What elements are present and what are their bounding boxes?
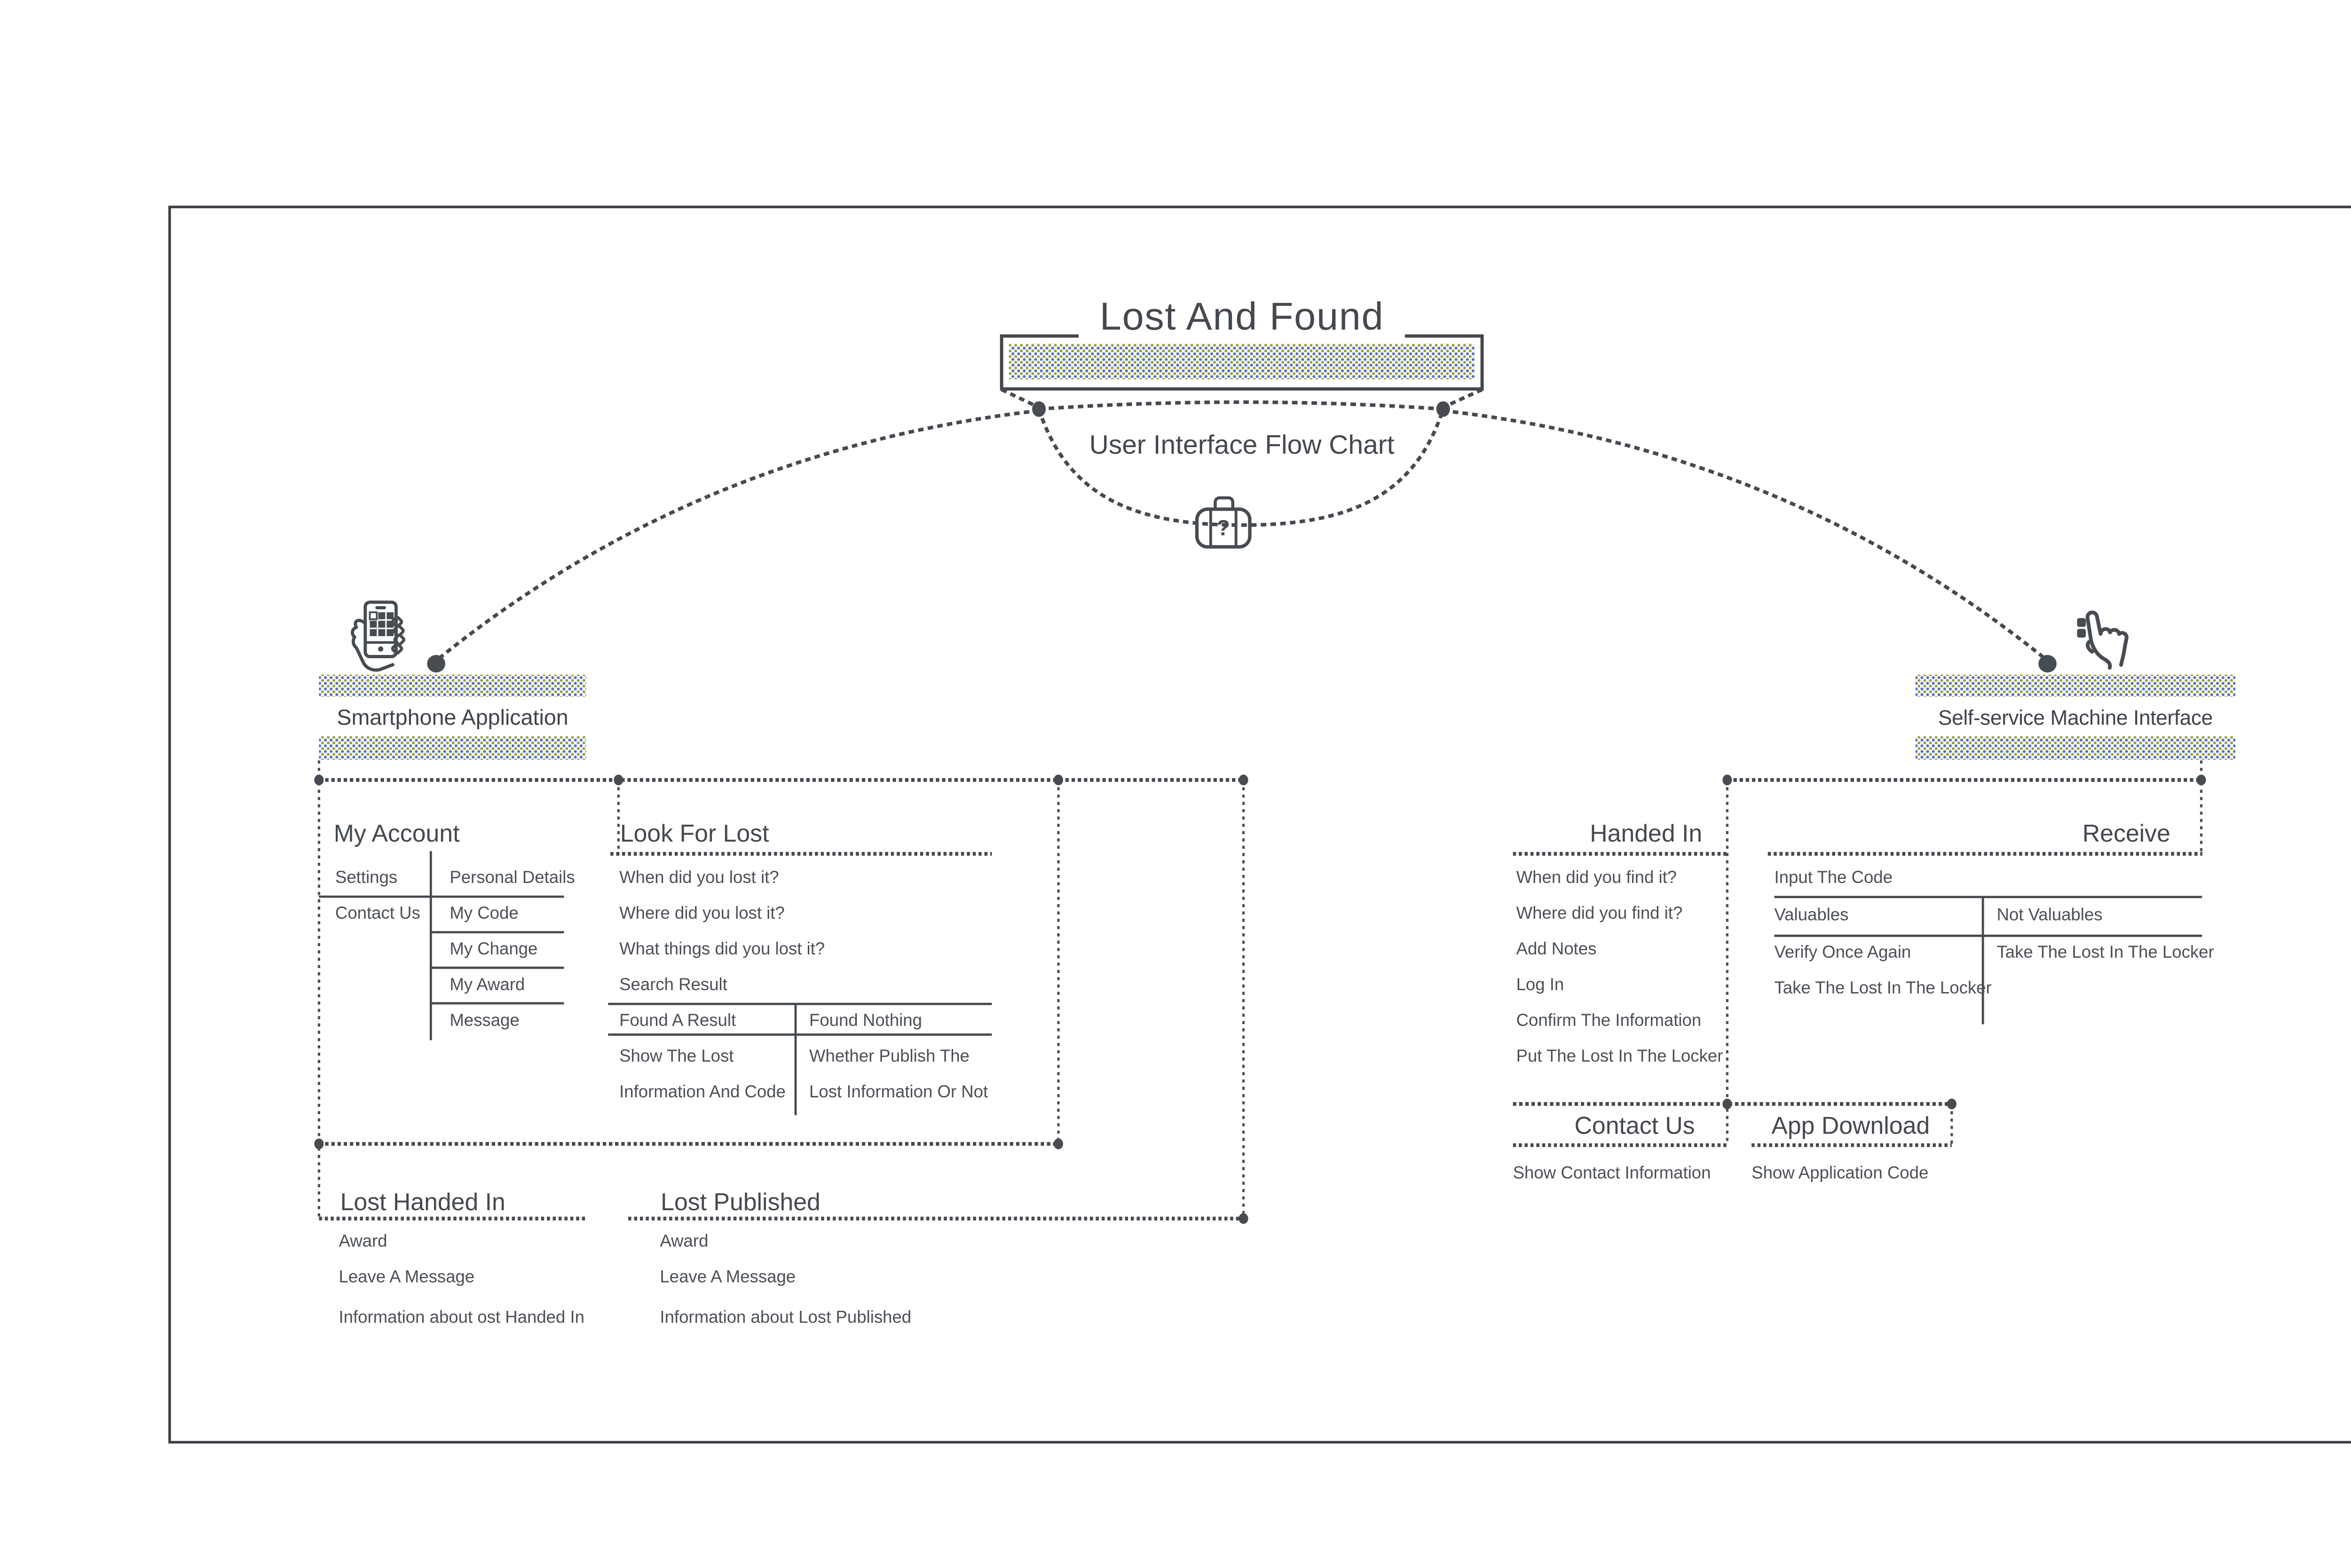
lost-published-item: Award bbox=[660, 1232, 709, 1252]
stub-right bbox=[1445, 388, 1483, 408]
arc-to-smartphone bbox=[435, 409, 1039, 662]
arc-to-briefcase bbox=[1037, 408, 1445, 527]
right-hatch-band-bottom bbox=[1915, 736, 2235, 760]
my-account-item: Contact Us bbox=[335, 904, 420, 924]
question-mark-glyph: ? bbox=[1217, 516, 1230, 540]
smartphone-in-hand-icon bbox=[351, 600, 406, 672]
look-for-lost-branch-item: Show The Lost bbox=[619, 1047, 734, 1066]
page-title: Lost And Found bbox=[1078, 295, 1405, 341]
handed-in-step: Where did you find it? bbox=[1516, 904, 1683, 924]
page-subtitle: User Interface Flow Chart bbox=[1089, 430, 1395, 460]
left-hatch-band-bottom bbox=[319, 736, 586, 760]
my-account-item: Personal Details bbox=[450, 868, 575, 889]
look-for-lost-branch-item: Found Nothing bbox=[809, 1010, 922, 1030]
my-account-item: My Change bbox=[450, 939, 538, 960]
right-hatch-band-top bbox=[1915, 674, 2235, 697]
section-title-contact-us: Contact Us bbox=[1574, 1112, 1695, 1141]
contact-us-item: Show Contact Information bbox=[1513, 1164, 1711, 1183]
section-title-handed-in: Handed In bbox=[1590, 821, 1703, 849]
handed-in-step: When did you find it? bbox=[1516, 868, 1677, 889]
title-box bbox=[1000, 334, 1484, 391]
my-account-table-lines bbox=[319, 851, 564, 1040]
diagram-border bbox=[168, 205, 2351, 1444]
app-download-item: Show Application Code bbox=[1751, 1164, 1929, 1183]
lost-published-item: Information about Lost Published bbox=[660, 1308, 912, 1328]
section-title-app-download: App Download bbox=[1771, 1112, 1930, 1141]
arc-to-machine bbox=[1443, 409, 2049, 662]
section-underlines bbox=[319, 852, 2202, 1221]
section-title-lost-published: Lost Published bbox=[661, 1188, 820, 1216]
section-title-my-account: My Account bbox=[333, 821, 460, 849]
look-for-lost-table-lines bbox=[608, 1002, 992, 1115]
my-account-item: Message bbox=[450, 1011, 520, 1031]
lost-handed-in-item: Award bbox=[339, 1232, 387, 1252]
look-for-lost-branch-item: Whether Publish The bbox=[809, 1047, 970, 1066]
left-hatch-band-top bbox=[319, 674, 586, 697]
my-account-item: My Code bbox=[450, 904, 519, 924]
section-title-lost-handed-in: Lost Handed In bbox=[340, 1188, 505, 1216]
stub-left bbox=[1001, 388, 1037, 408]
look-for-lost-step: When did you lost it? bbox=[619, 868, 779, 889]
receive-step: Input The Code bbox=[1774, 868, 1893, 889]
handed-in-step: Add Notes bbox=[1516, 939, 1597, 960]
title-hatch-band bbox=[1009, 344, 1475, 379]
handed-in-step: Put The Lost In The Locker bbox=[1516, 1046, 1723, 1066]
node-label-machine: Self-service Machine Interface bbox=[1938, 705, 2213, 730]
briefcase-question-icon: ? bbox=[1195, 496, 1252, 549]
receive-table-lines bbox=[1774, 896, 2202, 1024]
section-title-look-for-lost: Look For Lost bbox=[620, 821, 769, 849]
look-for-lost-branch-item: Information And Code bbox=[619, 1082, 786, 1102]
handed-in-step: Log In bbox=[1516, 975, 1564, 995]
node-label-smartphone: Smartphone Application bbox=[337, 705, 568, 730]
lost-handed-in-item: Leave A Message bbox=[339, 1268, 475, 1288]
look-for-lost-step: Search Result bbox=[619, 975, 727, 995]
look-for-lost-branch-item: Lost Information Or Not bbox=[809, 1082, 988, 1102]
receive-branch-item: Take The Lost In The Locker bbox=[1996, 943, 2214, 963]
receive-branch-item: Verify Once Again bbox=[1774, 943, 1911, 963]
lost-handed-in-item: Information about ost Handed In bbox=[339, 1308, 585, 1328]
section-title-receive: Receive bbox=[2082, 821, 2170, 849]
handed-in-step: Confirm The Information bbox=[1516, 1011, 1702, 1031]
node-dots bbox=[314, 401, 2206, 1224]
my-account-item: My Award bbox=[450, 975, 525, 995]
receive-branch-item: Take The Lost In The Locker bbox=[1774, 978, 1992, 999]
connector-curves bbox=[435, 388, 2049, 662]
arc-shallow bbox=[1039, 400, 1444, 411]
look-for-lost-step: What things did you lost it? bbox=[619, 939, 825, 960]
my-account-item: Settings bbox=[335, 868, 398, 889]
touch-gesture-icon bbox=[2077, 610, 2129, 670]
receive-branch-item: Valuables bbox=[1774, 905, 1849, 925]
receive-branch-item: Not Valuables bbox=[1996, 905, 2103, 925]
look-for-lost-branch-item: Found A Result bbox=[619, 1010, 736, 1030]
lost-published-item: Leave A Message bbox=[660, 1268, 796, 1288]
look-for-lost-step: Where did you lost it? bbox=[619, 904, 785, 924]
